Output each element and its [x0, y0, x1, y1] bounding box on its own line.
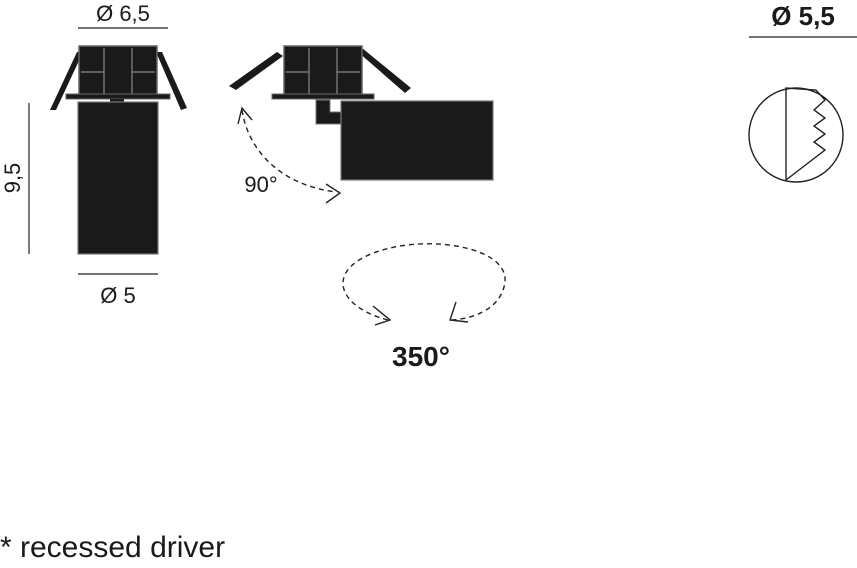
rotation-arrowhead-left	[372, 305, 392, 326]
tilted-right-spring-clip	[358, 48, 411, 93]
tilt-arrowhead-top	[237, 106, 253, 125]
cutout-detail: Ø 5,5	[748, 1, 857, 183]
rotation-arc	[342, 243, 506, 321]
rotation-indicator: 350°	[342, 243, 506, 372]
rotation-arrowhead-right	[449, 301, 469, 323]
bottom-diameter-label: Ø 5	[100, 283, 135, 308]
tilted-fixture-flange	[271, 93, 375, 100]
left-spring-clip	[50, 52, 83, 110]
tilted-left-spring-clip	[229, 52, 283, 90]
ceiling-section-icon	[785, 87, 827, 182]
height-label: 9,5	[0, 163, 25, 194]
footnote: * recessed driver	[0, 531, 226, 564]
tilt-joint	[315, 99, 343, 125]
front-view: Ø 6,5 9,5 Ø 5	[0, 1, 187, 308]
tilt-arrowhead-right	[325, 183, 342, 204]
rotation-angle-label: 350°	[392, 341, 450, 372]
cutout-circle	[748, 87, 844, 183]
tilt-angle-label: 90°	[244, 172, 277, 197]
tilted-fixture-body	[340, 100, 494, 181]
fixture-flange	[65, 93, 171, 100]
tilt-arc	[241, 109, 337, 193]
fixture-body	[77, 101, 159, 255]
fixture-head	[78, 45, 158, 97]
top-diameter-label: Ø 6,5	[96, 1, 150, 26]
tilted-view: 90°	[229, 45, 494, 204]
tilted-fixture-head	[283, 45, 363, 97]
cutout-diameter-label: Ø 5,5	[771, 1, 835, 31]
right-spring-clip	[156, 52, 187, 110]
